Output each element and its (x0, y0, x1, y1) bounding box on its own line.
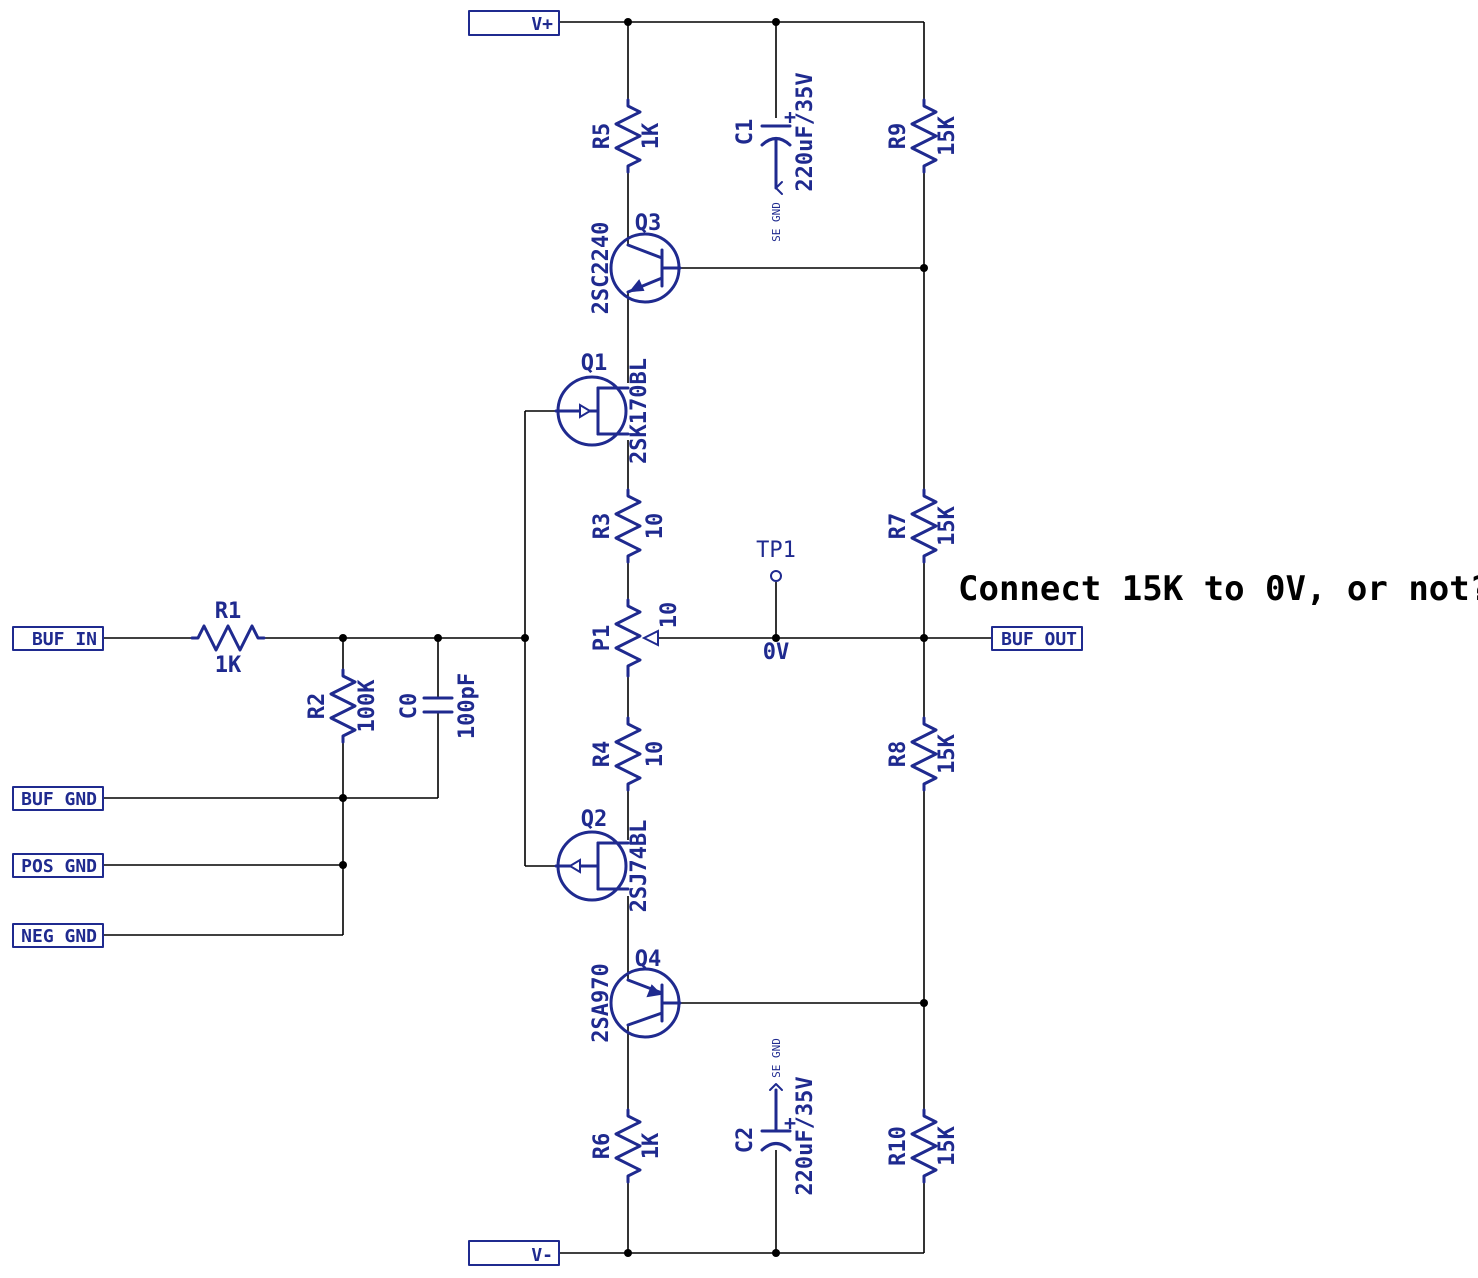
svg-text:1K: 1K (639, 122, 664, 149)
svg-text:C1: C1 (733, 119, 758, 146)
svg-text:TP1: TP1 (756, 538, 796, 563)
svg-text:10: 10 (643, 741, 668, 768)
svg-text:R8: R8 (886, 741, 911, 768)
svg-text:R7: R7 (886, 513, 911, 540)
transistor-q1: Q1 2SK170BL (554, 351, 652, 464)
svg-text:2SA970: 2SA970 (589, 963, 614, 1042)
port-buf-in: BUF IN (12, 626, 104, 651)
wires (103, 21, 992, 1254)
svg-text:V-: V- (531, 1245, 553, 1266)
svg-text:C0: C0 (397, 693, 422, 720)
svg-text:15K: 15K (935, 115, 960, 155)
resistor-r8: R8 15K (886, 716, 960, 792)
svg-text:2SJ74BL: 2SJ74BL (627, 820, 652, 913)
svg-text:C2: C2 (733, 1127, 758, 1154)
transistor-q2: Q2 2SJ74BL (554, 807, 652, 913)
svg-text:R9: R9 (886, 123, 911, 150)
svg-text:R2: R2 (305, 693, 330, 720)
svg-text:100pF: 100pF (455, 673, 480, 739)
port-buf-gnd: BUF GND (12, 786, 104, 811)
svg-text:10: 10 (657, 602, 682, 629)
resistor-r1: R1 1K (190, 599, 266, 678)
capacitor-c1: + C1 220uF/35V SE GND (733, 72, 818, 241)
resistor-r6: R6 1K (590, 1108, 664, 1184)
port-vplus: V+ (468, 10, 560, 36)
svg-text:15K: 15K (935, 733, 960, 773)
resistor-r5: R5 1K (590, 98, 664, 174)
svg-text:R10: R10 (886, 1126, 911, 1166)
svg-text:P1: P1 (590, 625, 615, 652)
svg-text:10: 10 (643, 513, 668, 540)
resistor-r2: R2 100K (305, 668, 380, 744)
svg-text:220uF/35V: 220uF/35V (793, 72, 818, 191)
svg-text:1K: 1K (639, 1132, 664, 1159)
transistor-q3: Q3 2SC2240 (589, 211, 682, 315)
svg-text:15K: 15K (935, 1125, 960, 1165)
svg-text:R3: R3 (590, 513, 615, 540)
svg-text:BUF GND: BUF GND (21, 789, 97, 810)
testpoint-tp1: TP1 (756, 538, 796, 582)
svg-text:NEG GND: NEG GND (21, 926, 97, 947)
svg-text:R4: R4 (590, 741, 615, 768)
svg-text:BUF OUT: BUF OUT (1001, 629, 1077, 650)
junctions (339, 18, 928, 1257)
port-pos-gnd: POS GND (12, 853, 104, 878)
svg-text:220uF/35V: 220uF/35V (793, 1076, 818, 1195)
svg-text:+: + (784, 105, 796, 129)
svg-text:R5: R5 (590, 123, 615, 150)
svg-text:R1: R1 (215, 599, 242, 624)
svg-text:2SC2240: 2SC2240 (589, 222, 614, 315)
svg-text:15K: 15K (935, 505, 960, 545)
annotation-note: Connect 15K to 0V, or not? (958, 569, 1478, 609)
potentiometer-p1: P1 10 (590, 598, 682, 678)
resistor-r3: R3 10 (590, 488, 668, 564)
svg-text:Q1: Q1 (581, 351, 608, 376)
svg-text:1K: 1K (215, 653, 242, 678)
svg-text:100K: 100K (355, 679, 380, 733)
svg-text:SE GND: SE GND (770, 202, 783, 242)
svg-text:+: + (784, 1111, 796, 1135)
port-vminus: V- (468, 1240, 560, 1266)
transistor-q4: Q4 2SA970 (589, 947, 682, 1043)
net-label-0v: 0V (763, 640, 790, 665)
svg-text:Q2: Q2 (581, 807, 608, 832)
port-buf-out: BUF OUT (991, 626, 1083, 651)
svg-text:SE GND: SE GND (770, 1038, 783, 1078)
svg-text:Q3: Q3 (635, 211, 662, 236)
svg-text:Q4: Q4 (635, 947, 662, 972)
svg-text:2SK170BL: 2SK170BL (627, 358, 652, 464)
capacitor-c2: + C2 220uF/35V SE GND (733, 1038, 818, 1195)
port-neg-gnd: NEG GND (12, 923, 104, 948)
resistor-r4: R4 10 (590, 716, 668, 792)
resistor-r9: R9 15K (886, 98, 960, 174)
capacitor-c0: C0 100pF (397, 673, 480, 739)
svg-text:BUF IN: BUF IN (32, 629, 97, 650)
resistor-r10: R10 15K (886, 1108, 960, 1184)
svg-text:POS GND: POS GND (21, 856, 97, 877)
svg-text:R6: R6 (590, 1133, 615, 1160)
svg-text:V+: V+ (531, 14, 553, 35)
resistor-r7: R7 15K (886, 488, 960, 564)
